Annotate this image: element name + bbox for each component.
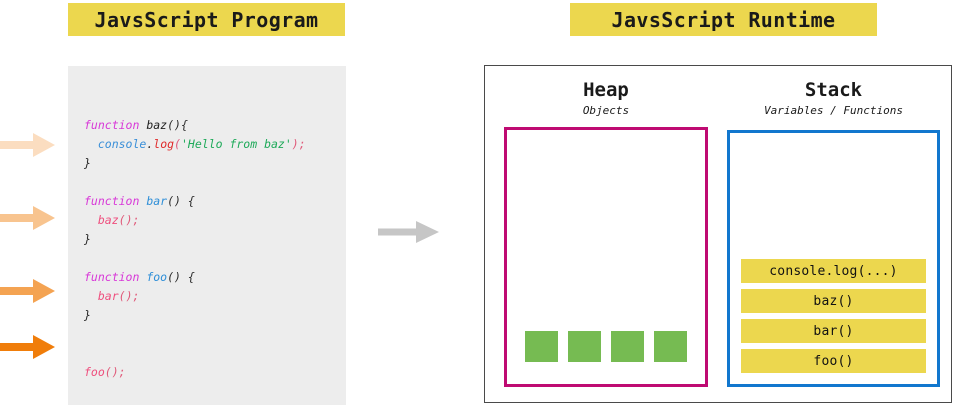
code-token-meth: log xyxy=(153,137,175,151)
step-arrow-foo-invocation xyxy=(0,334,56,360)
stack-subtitle: Variables / Functions xyxy=(763,104,904,117)
code-line xyxy=(84,325,306,344)
code-line: function bar() { xyxy=(84,192,306,211)
code-line: console.log('Hello from baz'); xyxy=(84,135,306,154)
code-token-paren: ( xyxy=(174,137,181,151)
step-arrow-baz-definition xyxy=(0,132,56,158)
code-token-punct: } xyxy=(84,232,91,246)
stack-frame[interactable]: baz() xyxy=(741,289,926,313)
stack-header: Stack Variables / Functions xyxy=(727,79,940,120)
code-line: foo(); xyxy=(84,363,306,382)
heap-subtitle: Objects xyxy=(582,104,630,117)
code-token-punct: (){ xyxy=(167,118,188,132)
source-code-block: function baz(){ console.log('Hello from … xyxy=(84,116,306,382)
code-token-paren: (); xyxy=(118,289,140,303)
stack-frame[interactable]: console.log(...) xyxy=(741,259,926,283)
code-token-punct: () { xyxy=(167,270,195,284)
code-line: } xyxy=(84,230,306,249)
heap-title: Heap xyxy=(583,79,629,101)
stack-frame[interactable]: bar() xyxy=(741,319,926,343)
code-token-kw: function xyxy=(84,270,147,284)
stack-frame-label: console.log(...) xyxy=(769,263,898,279)
stack-frame[interactable]: foo() xyxy=(741,349,926,373)
code-token-fname2: foo xyxy=(146,270,168,284)
code-token-fname2: bar xyxy=(146,194,168,208)
code-token-str: 'Hello from baz' xyxy=(180,137,292,151)
flow-arrow-icon xyxy=(378,219,440,245)
code-token-punct xyxy=(84,289,98,303)
heap-object xyxy=(568,331,601,362)
code-token-paren: (); xyxy=(118,213,140,227)
heap-object xyxy=(525,331,558,362)
stack-title: Stack xyxy=(804,79,863,101)
code-token-punct: . xyxy=(146,137,154,151)
code-line: } xyxy=(84,306,306,325)
program-code-panel: function baz(){ console.log('Hello from … xyxy=(68,66,346,405)
heap-object xyxy=(611,331,644,362)
code-token-kw: function xyxy=(84,194,147,208)
stack-frame-label: baz() xyxy=(813,293,854,309)
heap-region xyxy=(504,127,708,387)
runtime-title-banner: JavsScript Runtime xyxy=(570,3,877,36)
code-line: baz(); xyxy=(84,211,306,230)
code-token-obj: console xyxy=(97,137,147,151)
code-line xyxy=(84,344,306,363)
code-token-fname: baz xyxy=(146,118,168,132)
code-line xyxy=(84,173,306,192)
heap-object xyxy=(654,331,687,362)
code-token-punct: } xyxy=(84,308,91,322)
heap-header: Heap Objects xyxy=(504,79,708,120)
code-line: } xyxy=(84,154,306,173)
step-arrow-foo-definition xyxy=(0,278,56,304)
code-token-paren: ); xyxy=(291,137,306,151)
code-line: function foo() { xyxy=(84,268,306,287)
code-token-punct xyxy=(84,137,98,151)
code-token-call: foo xyxy=(84,365,105,379)
code-line: bar(); xyxy=(84,287,306,306)
program-title-banner: JavsScript Program xyxy=(68,3,345,36)
code-line: function baz(){ xyxy=(84,116,306,135)
stack-frame-label: bar() xyxy=(813,323,854,339)
stack-region: console.log(...) baz() bar() foo() xyxy=(727,130,940,387)
code-token-paren: (); xyxy=(104,365,126,379)
code-token-punct: } xyxy=(84,156,91,170)
step-arrow-bar-definition xyxy=(0,205,56,231)
code-token-call: baz xyxy=(97,213,119,227)
stack-frame-label: foo() xyxy=(813,353,854,369)
heap-object-list xyxy=(525,331,687,362)
code-token-kw: function xyxy=(84,118,147,132)
code-token-call: bar xyxy=(97,289,119,303)
call-stack-frame-list: console.log(...) baz() bar() foo() xyxy=(730,259,937,373)
code-token-punct xyxy=(84,213,98,227)
code-line xyxy=(84,249,306,268)
code-token-punct: () { xyxy=(167,194,195,208)
